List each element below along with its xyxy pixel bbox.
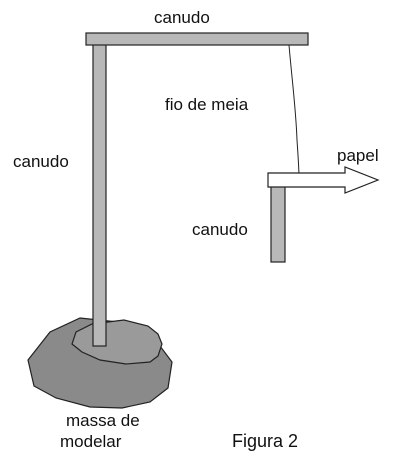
- label-paper: papel: [337, 146, 379, 165]
- label-small-straw: canudo: [192, 220, 248, 239]
- figure-caption: Figura 2: [232, 431, 298, 451]
- thread-line: [288, 44, 300, 179]
- horizontal-straw: [85, 32, 309, 46]
- label-clay-line2: modelar: [60, 432, 122, 451]
- small-straw: [270, 178, 286, 263]
- label-vertical-straw: canudo: [13, 152, 69, 171]
- label-thread: fio de meia: [165, 95, 249, 114]
- paper-arrow: [267, 166, 380, 194]
- label-top-straw: canudo: [154, 8, 210, 27]
- vertical-straw: [92, 43, 107, 347]
- label-clay-line1: massa de: [66, 411, 140, 430]
